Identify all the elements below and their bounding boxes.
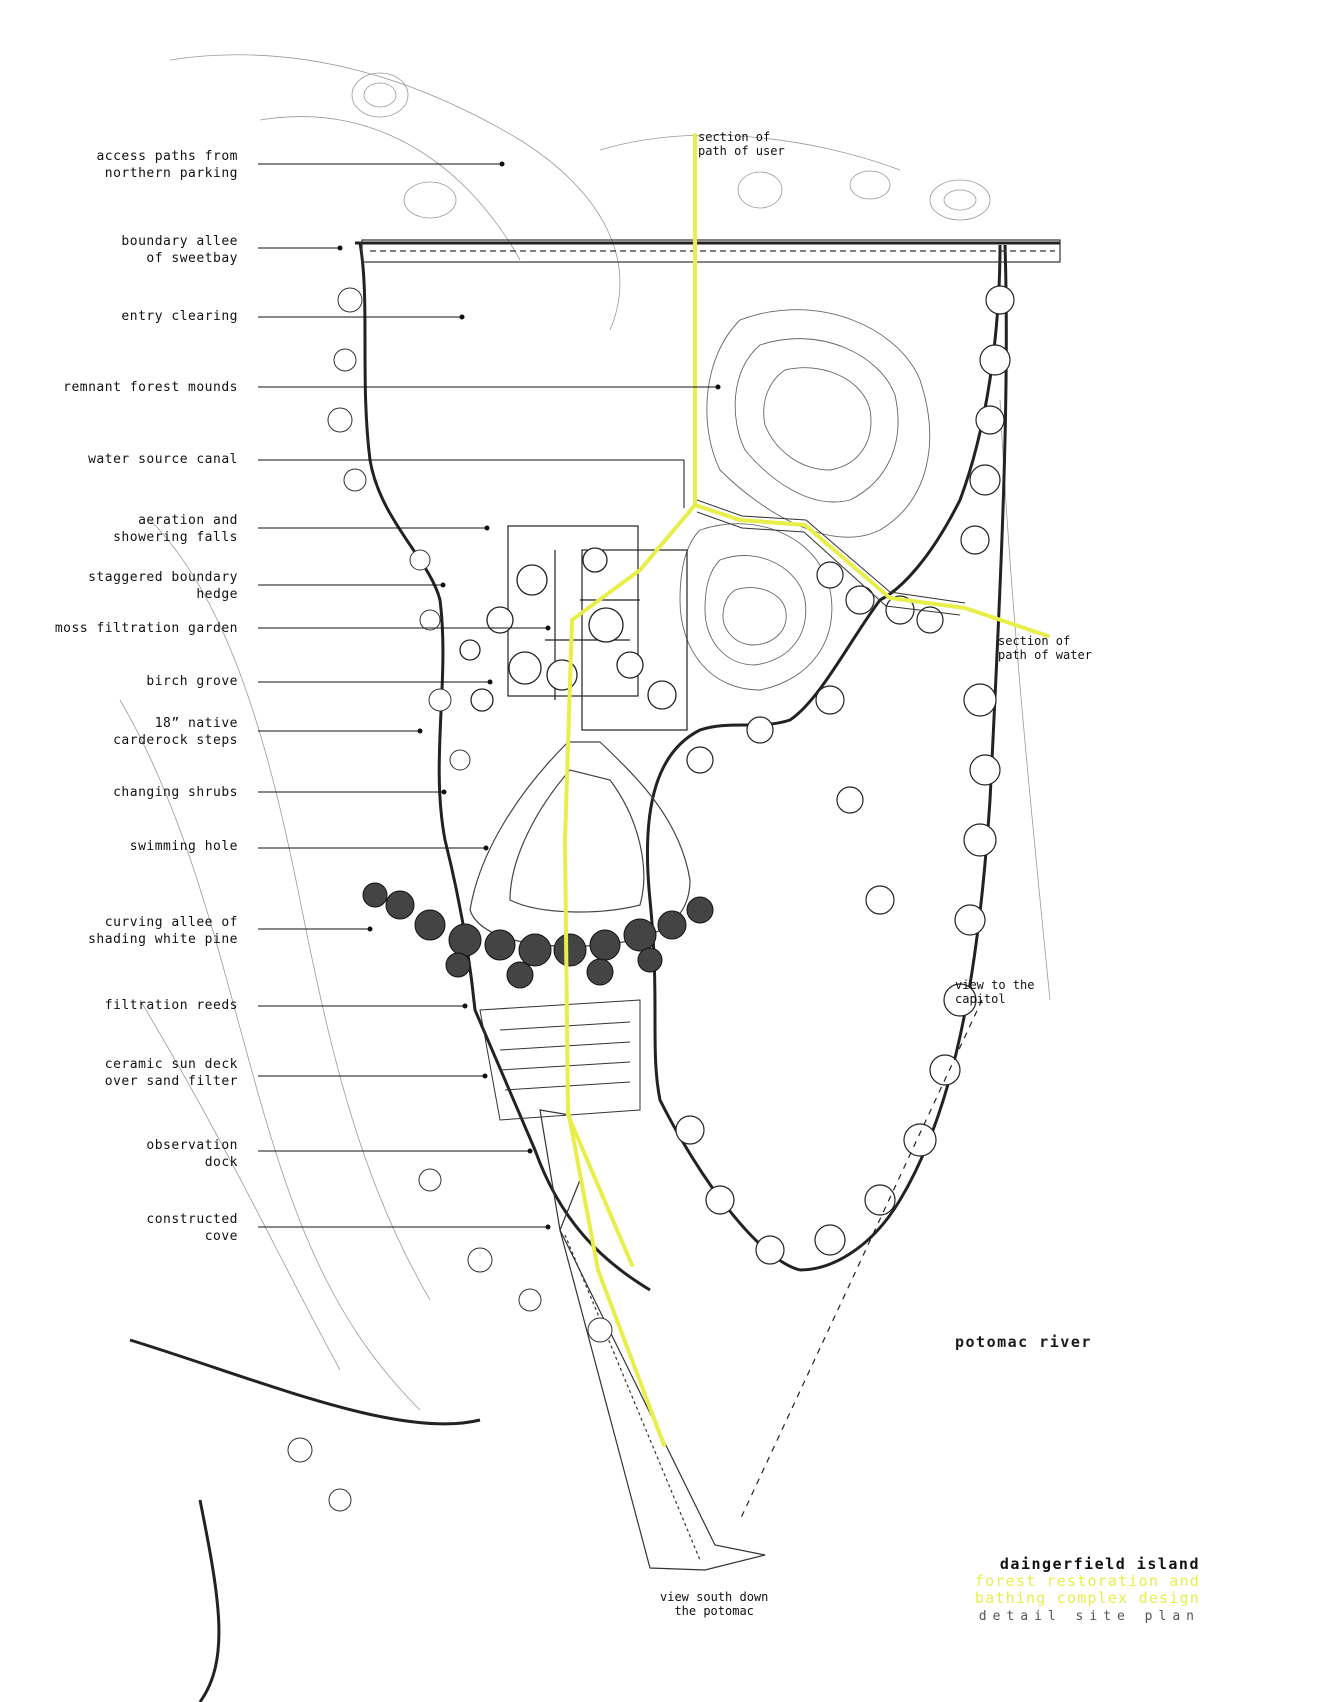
- sheet-title: detail site plan: [978, 1609, 1200, 1624]
- title-block: daingerfield island forest restoration a…: [968, 1556, 1200, 1626]
- label-swimming-hole: swimming hole: [129, 839, 238, 854]
- path-of-water: [693, 503, 1050, 638]
- label-entry-clearing: entry clearing: [121, 309, 238, 324]
- observation-dock: [539, 1109, 766, 1571]
- project-title: daingerfield island: [999, 1555, 1200, 1573]
- project-subtitle-line-2: bathing complex design: [974, 1589, 1200, 1607]
- white-pine-allee: [362, 882, 714, 989]
- leader-lines: [258, 161, 721, 1230]
- project-subtitle-line-1: forest restoration and: [974, 1572, 1200, 1590]
- label-white-pine-allee: curving allee of shading white pine: [88, 915, 238, 947]
- eastern-forest-canopy: [675, 285, 1015, 1265]
- note-path-of-user: section of path of user: [698, 130, 785, 158]
- label-forest-mounds: remnant forest mounds: [63, 380, 238, 395]
- label-constructed-cove: constructed cove: [146, 1212, 238, 1244]
- label-access-paths: access paths from northern parking: [96, 149, 238, 181]
- swimming-hole: [469, 741, 691, 947]
- note-view-capitol: view to the capitol: [955, 978, 1035, 1006]
- path-of-user: [562, 133, 697, 1447]
- label-observation-dock: observation dock: [146, 1138, 238, 1170]
- label-moss-garden: moss filtration garden: [54, 621, 238, 636]
- label-filtration-reeds: filtration reeds: [104, 998, 238, 1013]
- river-label: potomac river: [955, 1333, 1092, 1351]
- western-forest-canopy: [287, 287, 613, 1512]
- canal-detail: [696, 499, 966, 616]
- label-aeration-falls: aeration and showering falls: [113, 513, 238, 545]
- label-sun-deck: ceramic sun deck over sand filter: [104, 1057, 238, 1089]
- remnant-mounds: [679, 309, 931, 691]
- label-birch-grove: birch grove: [146, 674, 238, 689]
- label-water-canal: water source canal: [88, 452, 238, 467]
- topographic-contours: [119, 54, 1051, 1411]
- label-boundary-allee: boundary allee of sweetbay: [121, 234, 238, 266]
- label-boundary-hedge: staggered boundary hedge: [88, 570, 238, 602]
- note-view-south: view south down the potomac: [660, 1590, 769, 1618]
- sun-deck: [479, 999, 641, 1121]
- sweetbay-allee: [361, 239, 1061, 263]
- forest-edge: [129, 241, 1060, 1702]
- label-changing-shrubs: changing shrubs: [113, 785, 238, 800]
- note-path-of-water: section of path of water: [998, 634, 1092, 662]
- label-carderock-steps: 18” native carderock steps: [113, 716, 238, 748]
- garden-trees: [459, 547, 677, 712]
